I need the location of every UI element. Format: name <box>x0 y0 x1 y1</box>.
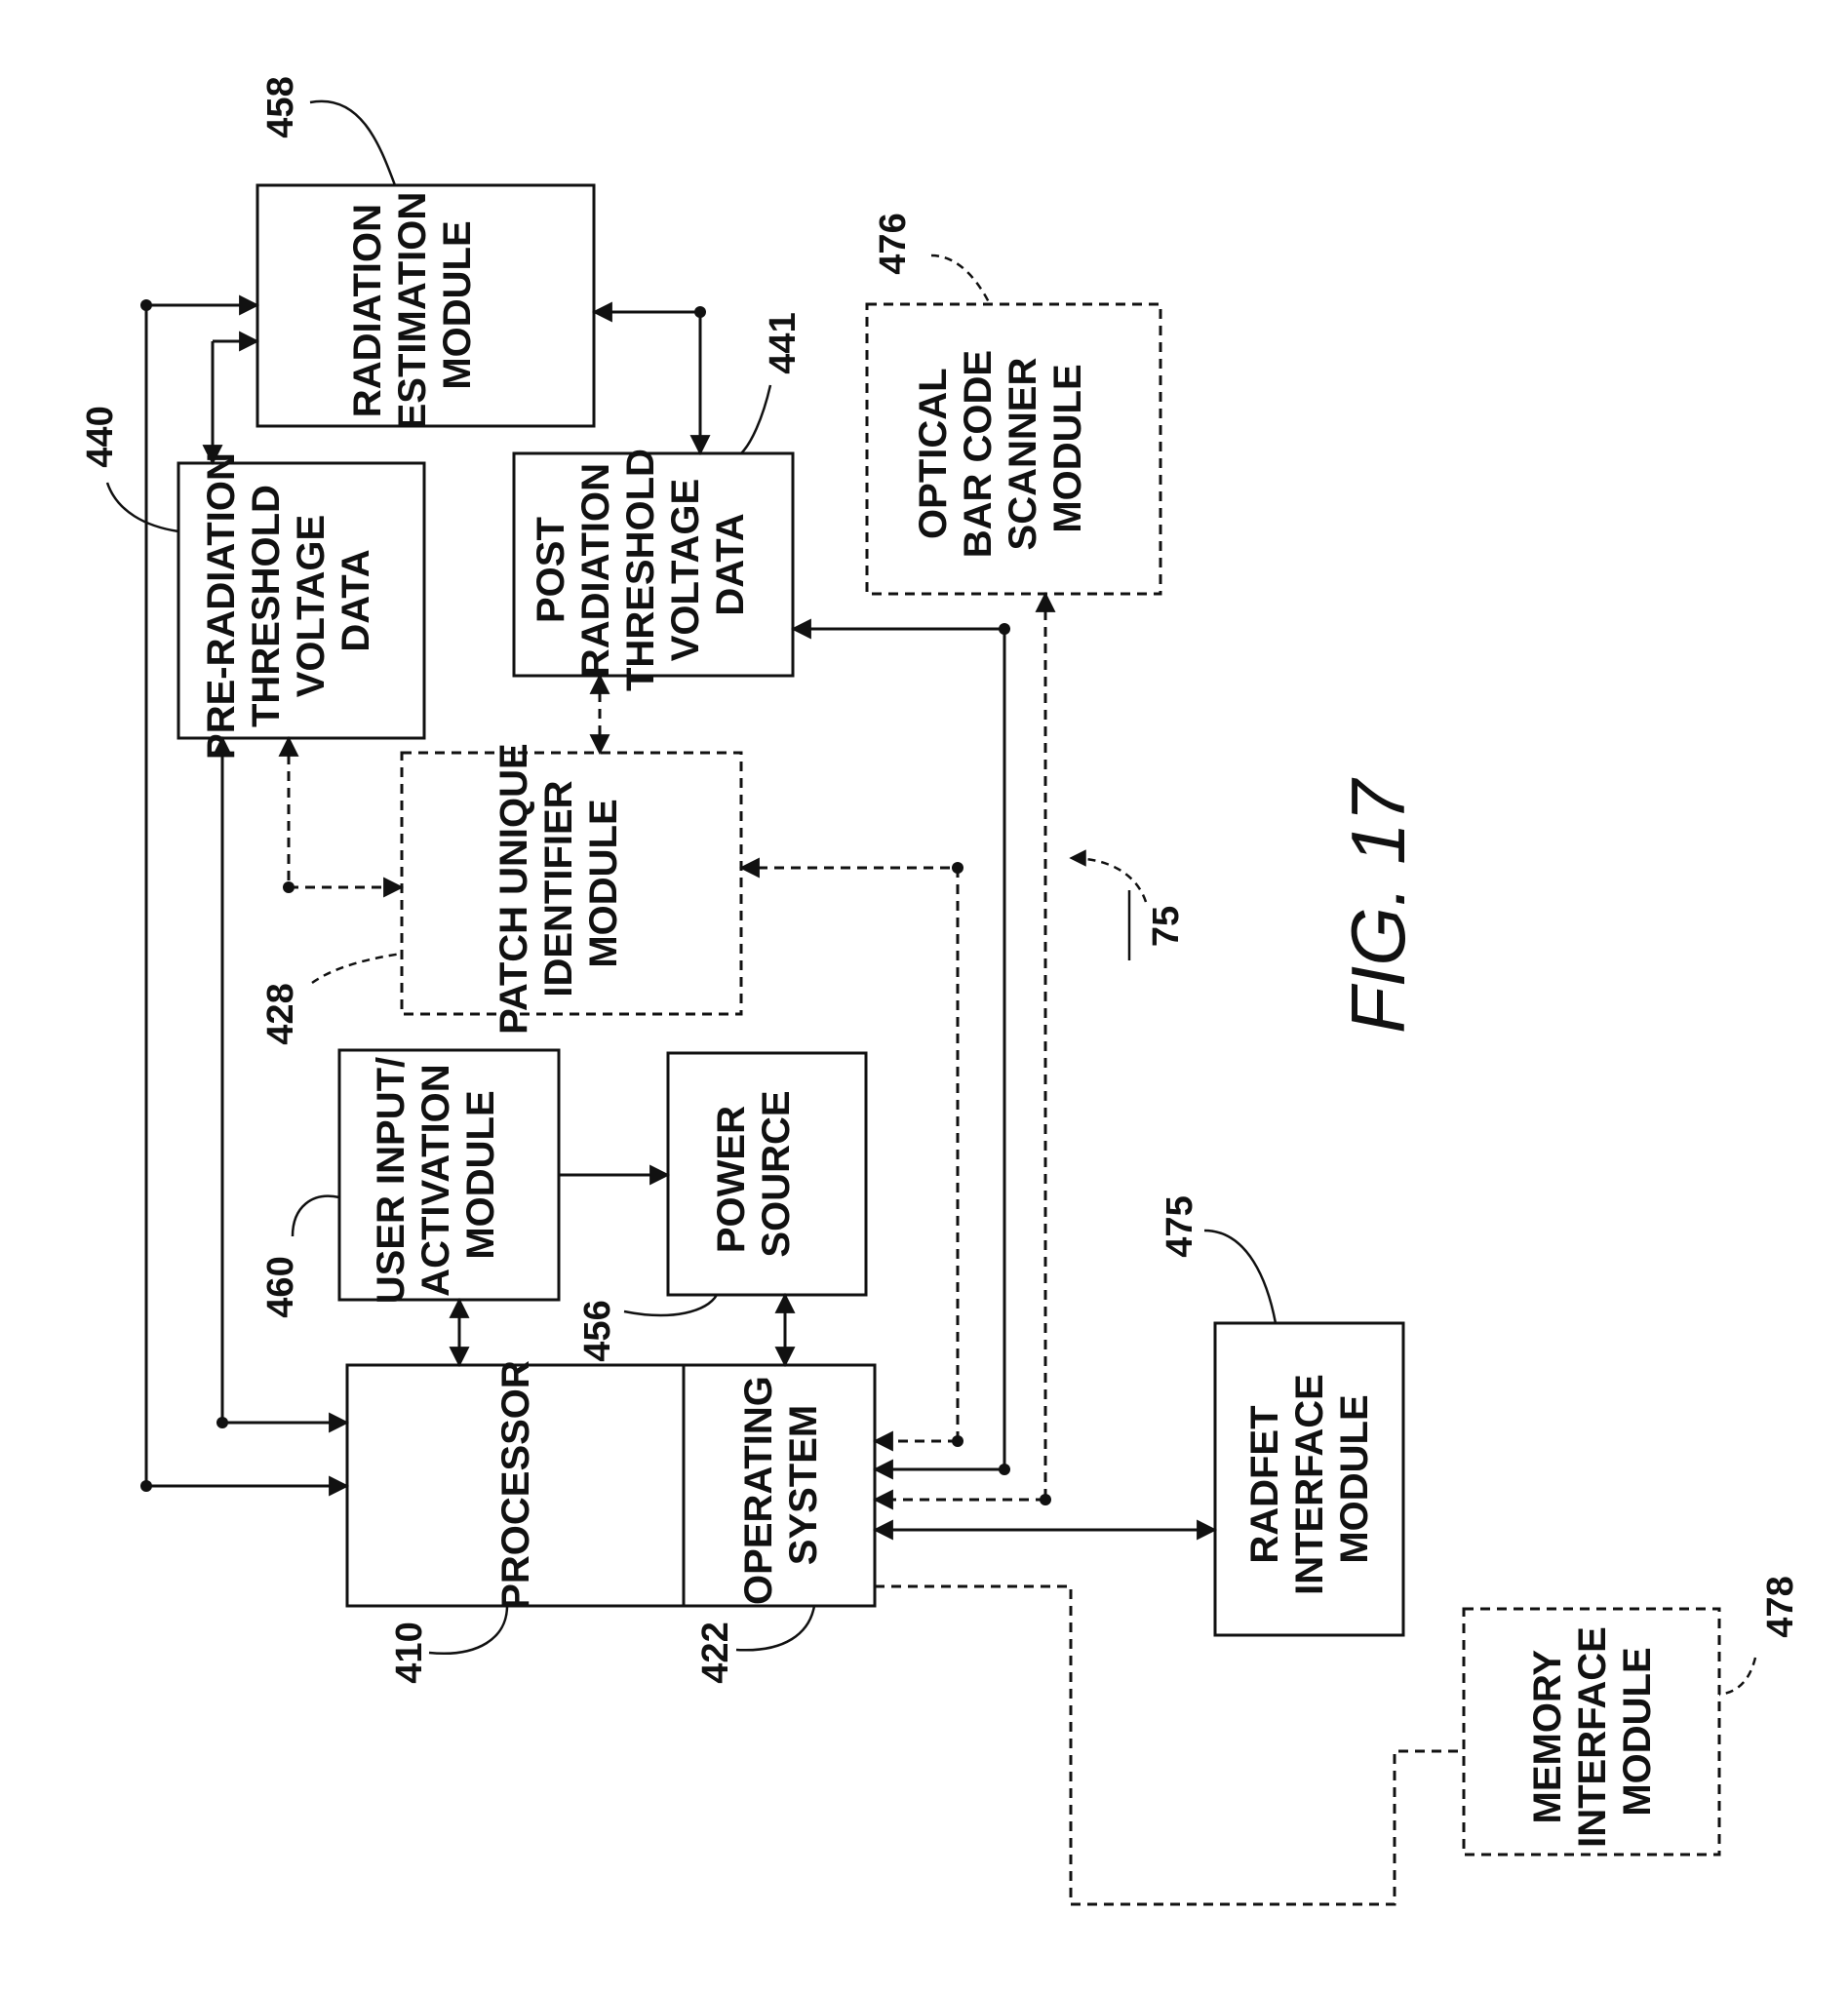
user-input-activation-module-block: USER INPUT/ ACTIVATION MODULE <box>339 1046 559 1304</box>
power-source-block: POWER SOURCE <box>668 1053 866 1295</box>
svg-text:RADFET INTERFACE M: RADFET INTERFACE MODULE <box>1243 1363 1376 1595</box>
optical-bar-code-scanner-module-block: OPTICAL BAR CODE SCANNER MODULE <box>867 304 1160 594</box>
memory-interface-module-block: MEMORY INTERFACE MODULE <box>1464 1609 1719 1855</box>
ref-475: 475 <box>1160 1195 1200 1257</box>
svg-text:PROCESSOR: PROCESSOR <box>494 1360 537 1610</box>
ref-422: 422 <box>695 1622 736 1683</box>
radiation-estimation-module-block: RADIATION ESTIMATION MODULE <box>257 181 594 430</box>
ref-460: 460 <box>260 1256 301 1317</box>
ref-478: 478 <box>1760 1576 1801 1637</box>
ref-410: 410 <box>389 1622 430 1683</box>
figure-caption: FIG. 17 <box>1335 777 1421 1034</box>
ref-441: 441 <box>763 312 804 373</box>
radfet-interface-module-block: RADFET INTERFACE MODULE <box>1215 1323 1403 1635</box>
ref-458: 458 <box>260 76 301 137</box>
patch-unique-identifier-module-block: PATCH UNIQUE IDENTIFIER MODULE <box>402 732 741 1035</box>
ref-428: 428 <box>260 983 301 1044</box>
ref-476: 476 <box>873 213 914 274</box>
svg-text:MEMORY INTERFACE M: MEMORY INTERFACE MODULE <box>1526 1616 1659 1848</box>
ref-440: 440 <box>80 406 121 467</box>
post-radiation-threshold-voltage-data-block: POST RADIATION THRESHOLD VOLTAGE DATA <box>514 438 793 691</box>
ref-456: 456 <box>577 1300 618 1361</box>
pre-radiation-threshold-voltage-data-block: PRE-RADIATION THRESHOLD VOLTAGE DATA <box>178 442 424 760</box>
system-ref-75: 75 <box>1146 906 1187 947</box>
